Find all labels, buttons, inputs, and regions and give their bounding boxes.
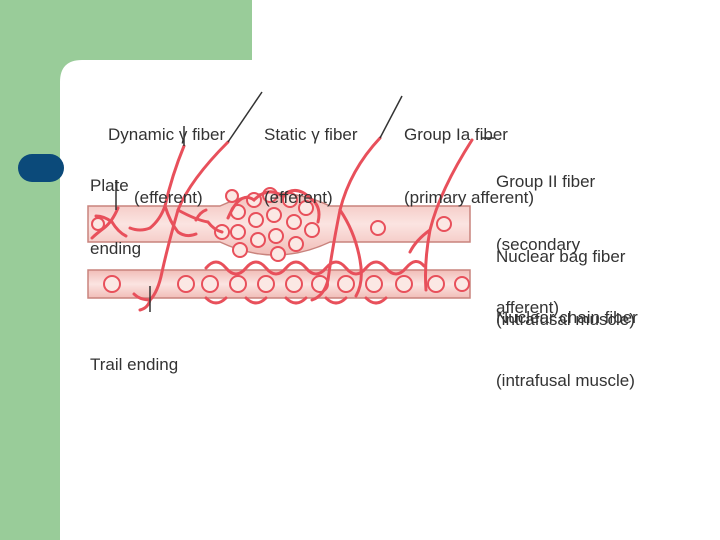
label-nuclear-chain-fiber: Nuclear chain fiber (intrafusal muscle) bbox=[496, 265, 638, 412]
label-nuclear-bag-line1: Nuclear bag fiber bbox=[496, 247, 626, 266]
label-static-gamma-line2: (efferent) bbox=[264, 188, 333, 207]
content-panel-body bbox=[60, 60, 720, 540]
label-group-ia-line1: Group Ia fiber bbox=[404, 125, 508, 144]
plate-ending-branches bbox=[90, 206, 128, 240]
group-ii-axon bbox=[424, 138, 474, 292]
bag-fiber-nuclei bbox=[91, 187, 452, 262]
label-dynamic-gamma-fiber: Dynamic γ fiber (efferent) bbox=[108, 82, 225, 229]
label-nuclear-bag-fiber: Nuclear bag fiber (intrafusal muscle) bbox=[496, 204, 635, 351]
label-plate-ending-line1: Plate bbox=[90, 176, 129, 195]
label-static-gamma-line1: Static γ fiber bbox=[264, 125, 358, 144]
label-nuclear-chain-line1: Nuclear chain fiber bbox=[496, 308, 638, 327]
label-group-ii-line2: (secondary bbox=[496, 235, 581, 254]
label-trail-ending-line1: Trail ending bbox=[90, 355, 179, 374]
nerve-fibers bbox=[90, 136, 474, 312]
label-static-gamma-fiber: Static γ fiber (efferent) bbox=[264, 82, 358, 229]
static-gamma-axon bbox=[148, 140, 230, 302]
rounded-corner bbox=[60, 60, 82, 82]
label-group-ia-fiber: Group Ia fiber (primary afferent) bbox=[404, 82, 534, 229]
slide-tab bbox=[18, 154, 64, 182]
label-group-ii-line3: afferent) bbox=[496, 298, 560, 317]
annulospiral-loops bbox=[226, 189, 321, 224]
leader-lines bbox=[115, 91, 494, 312]
leader-group-ia bbox=[379, 95, 403, 139]
label-trail-ending: Trail ending bbox=[90, 312, 178, 396]
group-ia-axon bbox=[310, 136, 382, 302]
label-nuclear-chain-line2: (intrafusal muscle) bbox=[496, 371, 635, 390]
label-group-ii-line1: Group II fiber bbox=[496, 172, 596, 191]
label-nuclear-bag-line2: (intrafusal muscle) bbox=[496, 310, 635, 329]
leader-static-gamma bbox=[227, 91, 263, 143]
label-dynamic-gamma-line1: Dynamic γ fiber bbox=[108, 125, 226, 144]
chain-fiber-nuclei bbox=[103, 275, 470, 293]
label-group-ii-fiber: Group II fiber (secondary afferent) bbox=[496, 129, 595, 339]
label-plate-ending: Plate ending bbox=[90, 133, 141, 280]
label-plate-ending-line2: ending bbox=[90, 239, 142, 258]
label-group-ia-line2: (primary afferent) bbox=[404, 188, 535, 207]
sidebar-left-strip bbox=[0, 60, 60, 540]
label-dynamic-gamma-line2: (efferent) bbox=[134, 188, 203, 207]
